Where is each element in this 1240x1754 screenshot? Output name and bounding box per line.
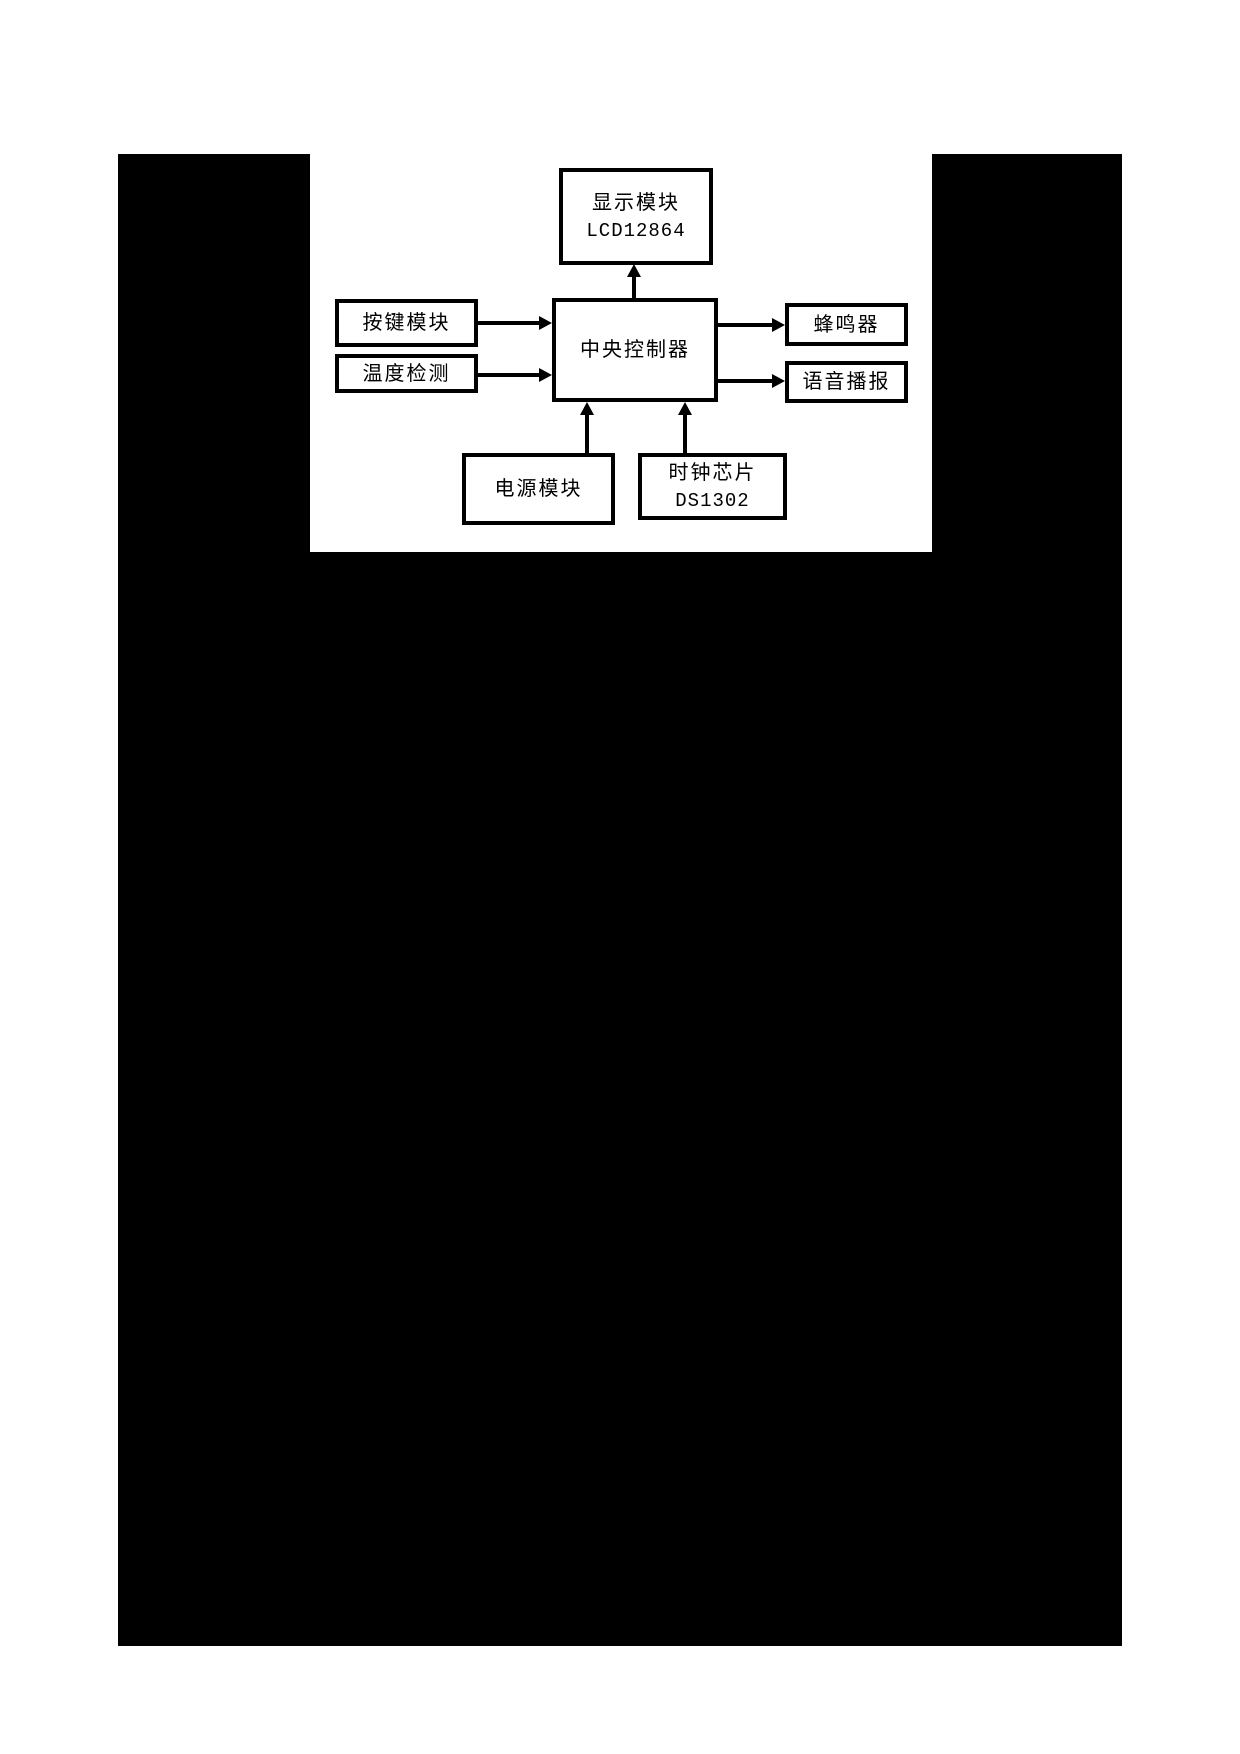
node-display-module-sublabel: LCD12864 xyxy=(586,219,686,242)
arrow-shaft xyxy=(683,411,687,453)
arrowhead-up-icon xyxy=(580,402,594,415)
arrow-power-to-controller xyxy=(580,402,594,453)
arrowhead-right-icon xyxy=(772,374,785,388)
node-temperature-detect: 温度检测 xyxy=(335,354,478,393)
arrowhead-up-icon xyxy=(627,264,641,277)
arrow-shaft xyxy=(718,323,776,327)
node-power-module: 电源模块 xyxy=(462,453,615,525)
node-display-module: 显示模块 LCD12864 xyxy=(559,168,713,265)
arrow-shaft xyxy=(585,411,589,453)
arrowhead-right-icon xyxy=(539,368,552,382)
arrow-controller-to-display xyxy=(627,264,641,298)
arrow-keypad-to-controller xyxy=(478,316,552,330)
node-buzzer-label: 蜂鸣器 xyxy=(813,313,880,336)
arrow-clock-to-controller xyxy=(678,402,692,453)
arrowhead-up-icon xyxy=(678,402,692,415)
node-voice-broadcast-label: 语音播报 xyxy=(802,371,891,393)
arrowhead-right-icon xyxy=(539,316,552,330)
node-voice-broadcast: 语音播报 xyxy=(785,361,908,403)
node-clock-chip: 时钟芯片 DS1302 xyxy=(638,453,787,520)
node-central-controller: 中央控制器 xyxy=(552,298,718,402)
node-clock-chip-label: 时钟芯片 xyxy=(668,461,757,484)
node-keypad-module: 按键模块 xyxy=(335,299,478,347)
node-display-module-label: 显示模块 xyxy=(592,191,680,214)
arrow-shaft xyxy=(632,273,636,298)
arrow-shaft xyxy=(718,379,776,383)
node-central-controller-label: 中央控制器 xyxy=(580,339,690,361)
node-temperature-detect-label: 温度检测 xyxy=(362,362,451,385)
arrow-shaft xyxy=(478,321,543,325)
arrow-controller-to-voice xyxy=(718,374,785,388)
node-clock-chip-sublabel: DS1302 xyxy=(675,489,750,512)
node-buzzer: 蜂鸣器 xyxy=(785,303,908,346)
node-power-module-label: 电源模块 xyxy=(494,478,583,500)
arrow-controller-to-buzzer xyxy=(718,318,785,332)
node-keypad-module-label: 按键模块 xyxy=(362,312,451,334)
arrow-shaft xyxy=(478,373,543,377)
arrow-temperature-to-controller xyxy=(478,368,552,382)
arrowhead-right-icon xyxy=(772,318,785,332)
